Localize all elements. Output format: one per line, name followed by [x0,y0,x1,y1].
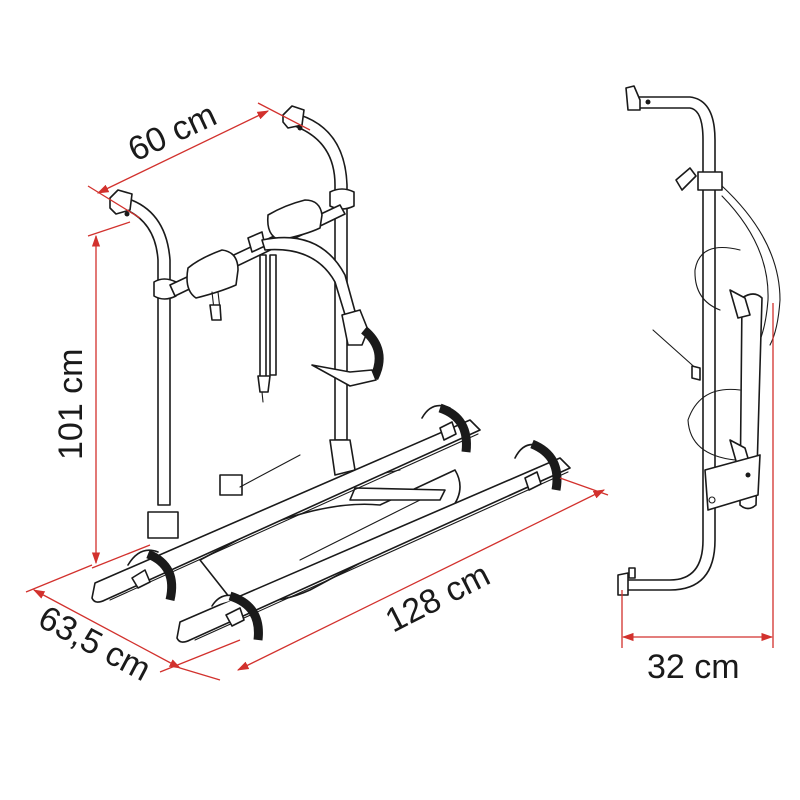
dimension-label-depth: 63,5 cm [32,599,157,689]
mount-bracket-left [109,189,133,217]
side-view: 32 cm [617,85,781,686]
dimension-101cm: 101 cm [52,221,151,569]
mount-bracket-right [282,105,305,131]
dimension-label-side-depth: 32 cm [647,648,740,686]
side-outer-arm [721,185,781,346]
frame-holder-arm [261,236,384,387]
side-strap [652,329,701,381]
side-rail [704,289,763,511]
side-wheel-circles [687,246,741,461]
perspective-view: 60 cm 101 cm 63,5 cm 128 cm [25,96,609,689]
dimension-label-width: 60 cm [122,96,222,170]
dimension-label-rail-length: 128 cm [379,556,496,640]
center-hanger [257,254,277,403]
dimension-32cm: 32 cm [621,303,774,686]
cross-bar [169,199,346,321]
side-main-tube [617,85,723,596]
dimension-label-height: 101 cm [52,349,90,461]
